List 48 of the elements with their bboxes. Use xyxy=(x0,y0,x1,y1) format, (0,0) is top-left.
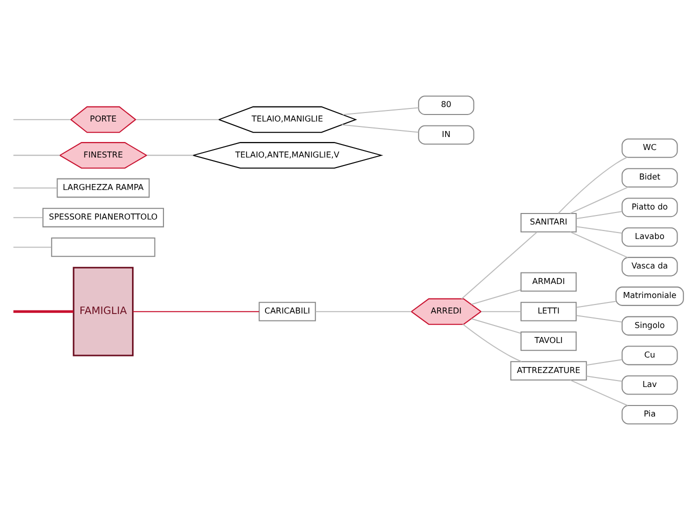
node-box: LARGHEZZA RAMPA xyxy=(56,178,150,198)
node-box: ATTREZZATURE xyxy=(510,361,587,380)
connector xyxy=(13,246,52,248)
connector xyxy=(133,311,260,312)
node-box: 80 xyxy=(418,96,474,115)
node-box: Lavabo xyxy=(622,227,678,247)
node-box: TAVOLI xyxy=(520,332,577,351)
connector xyxy=(471,318,521,334)
node-box: SPESSORE PIANEROTTOLO xyxy=(42,208,164,228)
connector xyxy=(461,232,538,300)
node-box: WC xyxy=(622,138,678,158)
node-box: Cu xyxy=(622,346,678,366)
connector xyxy=(570,232,628,258)
connector xyxy=(576,226,622,234)
node-box xyxy=(51,238,156,257)
connector xyxy=(471,289,521,305)
connector xyxy=(146,154,194,156)
connector xyxy=(13,154,60,156)
connector xyxy=(576,300,616,308)
connector xyxy=(576,314,622,322)
node-box: Matrimoniale xyxy=(616,286,684,306)
node-box: ARMADI xyxy=(520,272,577,292)
connector xyxy=(136,119,219,120)
connector xyxy=(558,156,627,214)
connector xyxy=(576,211,622,220)
node-box: Lav xyxy=(622,375,678,395)
connector xyxy=(570,380,628,406)
connector xyxy=(570,186,628,214)
node-box: LETTI xyxy=(520,302,577,322)
connector xyxy=(586,359,622,366)
connector xyxy=(316,311,412,312)
node-box: FAMIGLIA xyxy=(72,266,134,356)
connector xyxy=(586,376,622,382)
connector xyxy=(342,124,418,133)
connector xyxy=(13,310,74,313)
connector xyxy=(462,324,522,362)
node-box: Pia xyxy=(622,405,678,424)
connector xyxy=(342,107,419,116)
node-box: Vasca da xyxy=(622,256,678,276)
node-box: IN xyxy=(418,125,474,145)
node-box: Bidet xyxy=(622,168,678,188)
node-box: Piatto do xyxy=(622,198,678,218)
node-box: SANITARI xyxy=(520,213,577,232)
connector xyxy=(481,311,521,312)
connector xyxy=(13,217,43,218)
connector xyxy=(13,119,70,120)
node-box: Singolo xyxy=(622,316,678,336)
node-box: CARICABILI xyxy=(258,302,316,322)
